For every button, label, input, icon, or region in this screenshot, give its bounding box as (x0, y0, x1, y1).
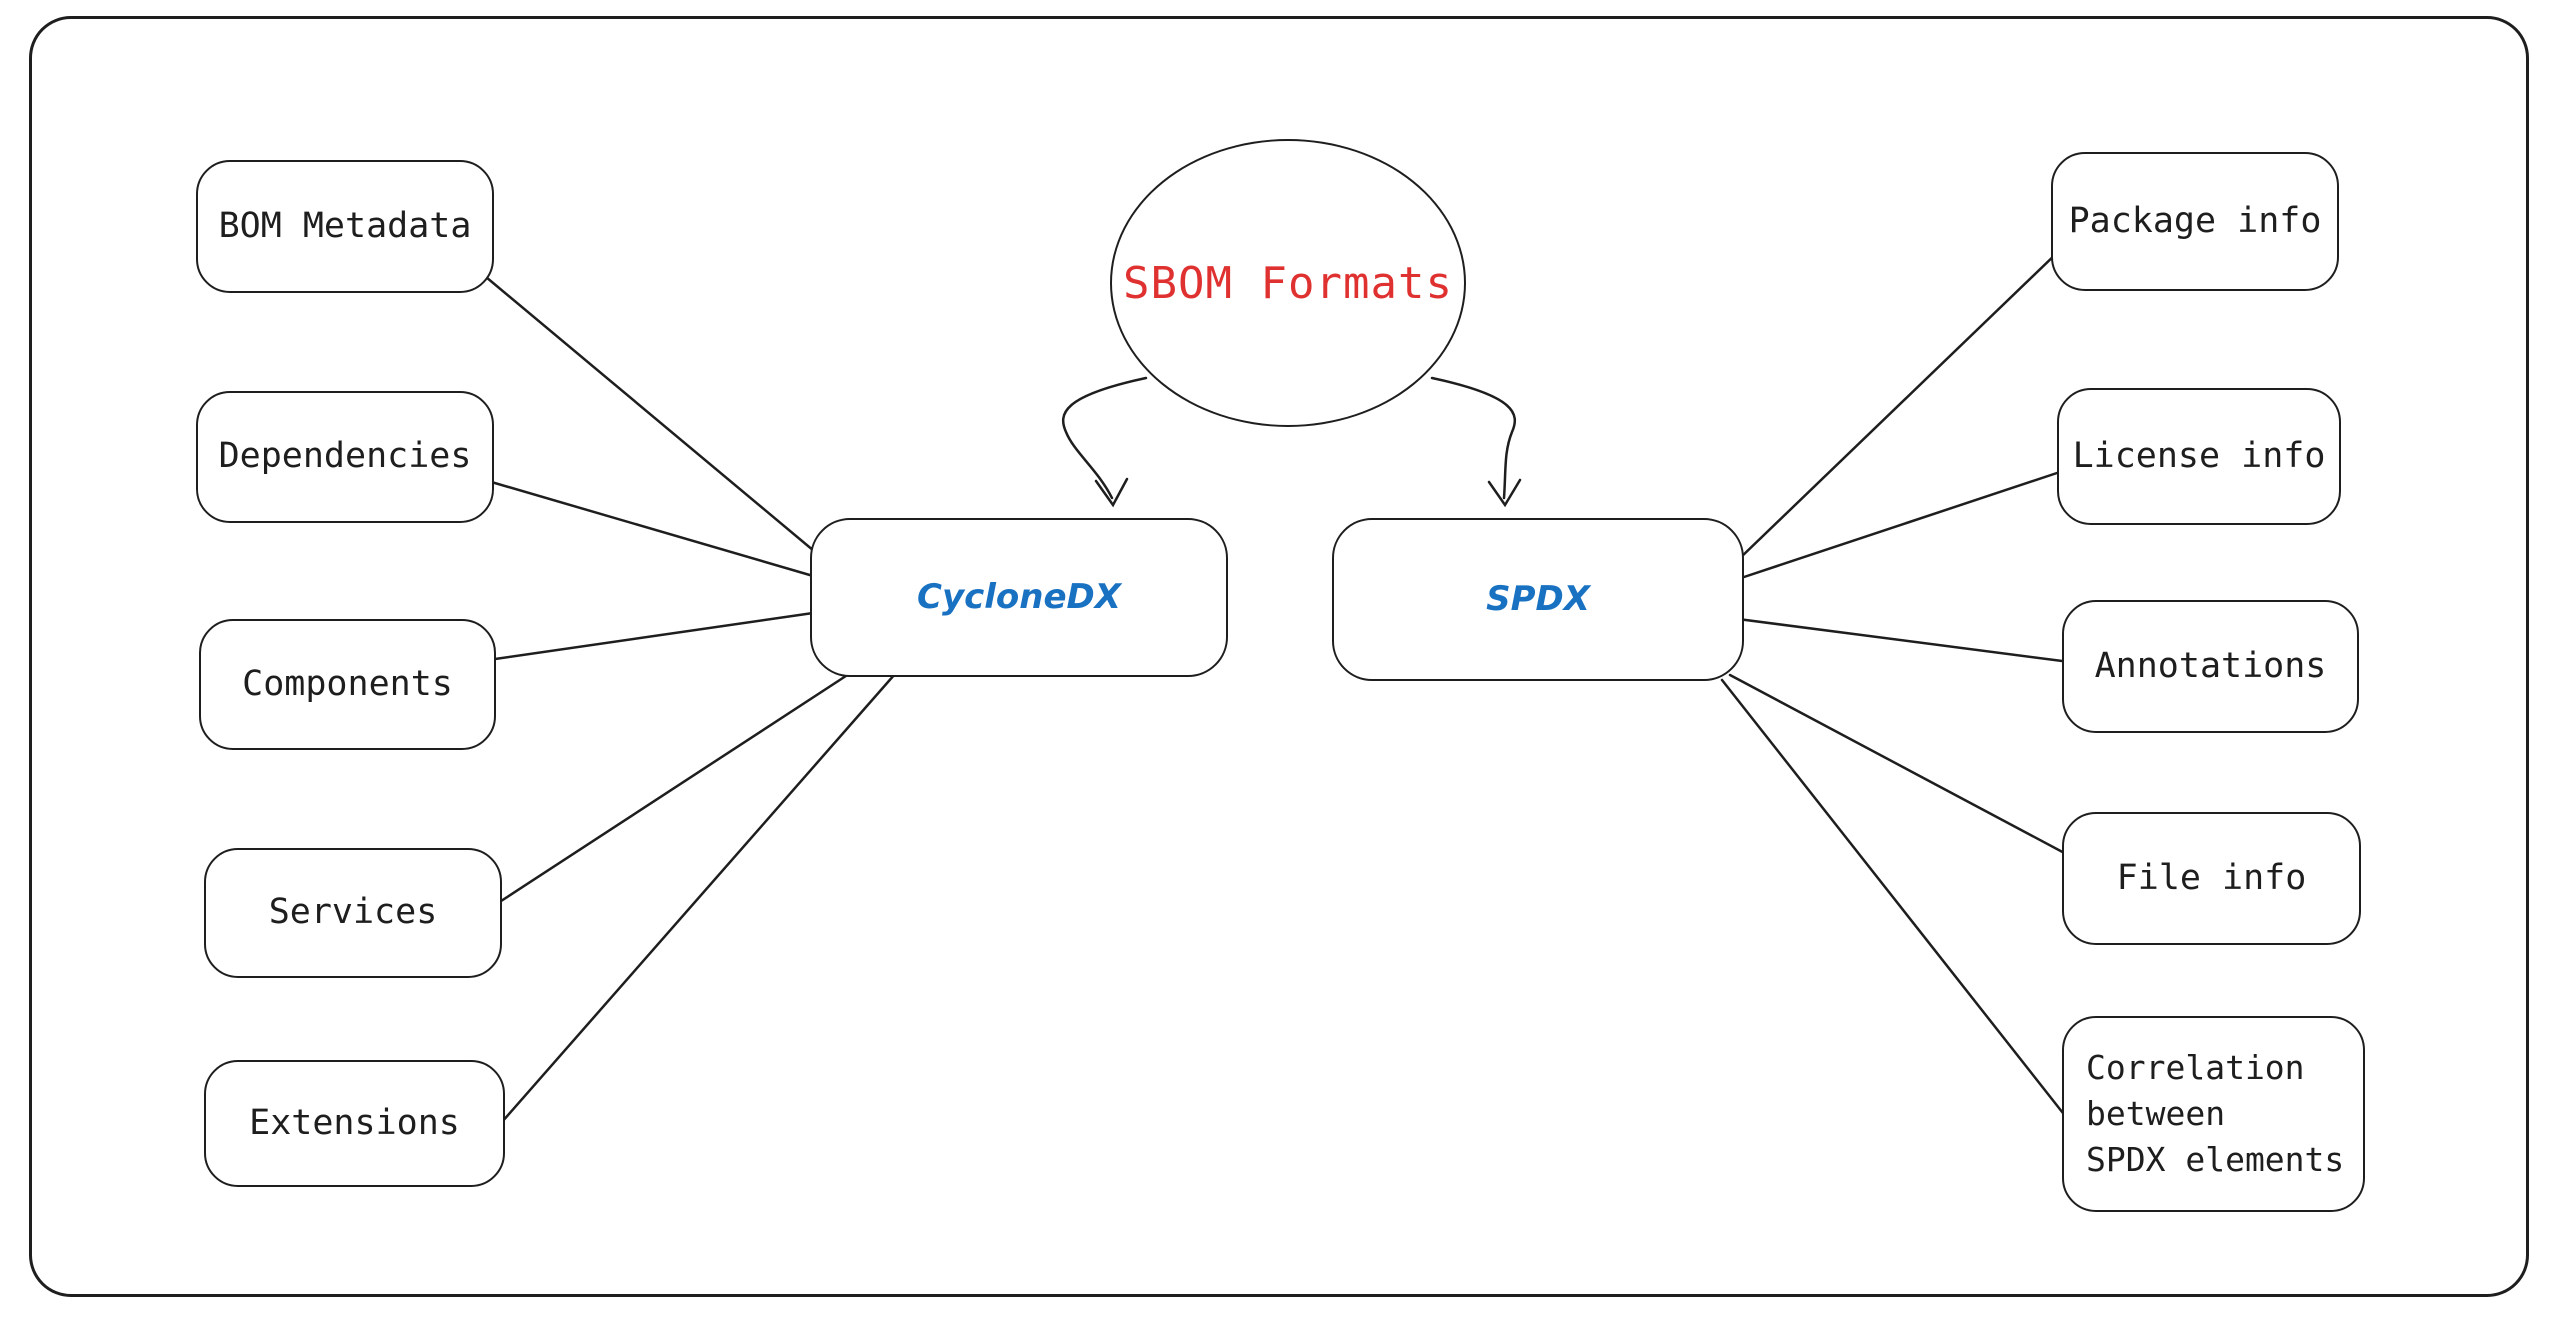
node-cyclonedx: CycloneDX (810, 518, 1228, 677)
node-annotations: Annotations (2062, 600, 2359, 733)
edge-dependencies-cyclonedx (486, 479, 822, 580)
edge-extensions-cyclonedx (500, 672, 897, 1124)
node-package-info: Package info (2051, 152, 2339, 291)
arrow-title-spdx (1430, 376, 1516, 500)
edge-spdx-correlation (1720, 678, 2072, 1124)
license-info-label: License info (2072, 435, 2326, 476)
edge-services-cyclonedx (496, 670, 854, 905)
node-file-info: File info (2062, 812, 2361, 945)
package-info-label: Package info (2068, 200, 2322, 241)
node-correlation: Correlation between SPDX elements (2062, 1016, 2365, 1212)
node-components: Components (199, 619, 496, 750)
edge-spdx-license-info (1736, 468, 2068, 581)
extensions-label: Extensions (249, 1102, 460, 1143)
edge-components-cyclonedx (486, 610, 822, 662)
dependencies-label: Dependencies (218, 436, 472, 477)
outer-frame (29, 16, 2529, 1297)
arrow-title-cyclonedx (1062, 376, 1148, 500)
node-dependencies: Dependencies (196, 391, 494, 523)
correlation-label: Correlation between SPDX elements (2086, 1047, 2345, 1180)
node-services: Services (204, 848, 502, 978)
diagram-title: SBOM Formats (1123, 257, 1453, 309)
edge-spdx-annotations (1736, 617, 2072, 664)
arrowhead-spdx (1487, 478, 1522, 508)
services-label: Services (268, 892, 438, 933)
title-ellipse: SBOM Formats (1110, 139, 1466, 427)
cyclonedx-label: CycloneDX (917, 577, 1121, 618)
edge-bom-metadata-cyclonedx (478, 270, 822, 558)
bom-metadata-label: BOM Metadata (218, 205, 472, 246)
spdx-label: SPDX (1486, 579, 1590, 620)
file-info-label: File info (2116, 857, 2307, 898)
annotations-label: Annotations (2094, 645, 2327, 686)
node-license-info: License info (2057, 388, 2341, 525)
node-extensions: Extensions (204, 1060, 505, 1187)
components-label: Components (242, 663, 453, 704)
edge-spdx-package-info (1736, 248, 2062, 562)
node-bom-metadata: BOM Metadata (196, 160, 494, 293)
node-spdx: SPDX (1332, 518, 1744, 681)
arrowhead-cyclonedx (1094, 477, 1129, 508)
edge-spdx-file-info (1728, 673, 2072, 858)
